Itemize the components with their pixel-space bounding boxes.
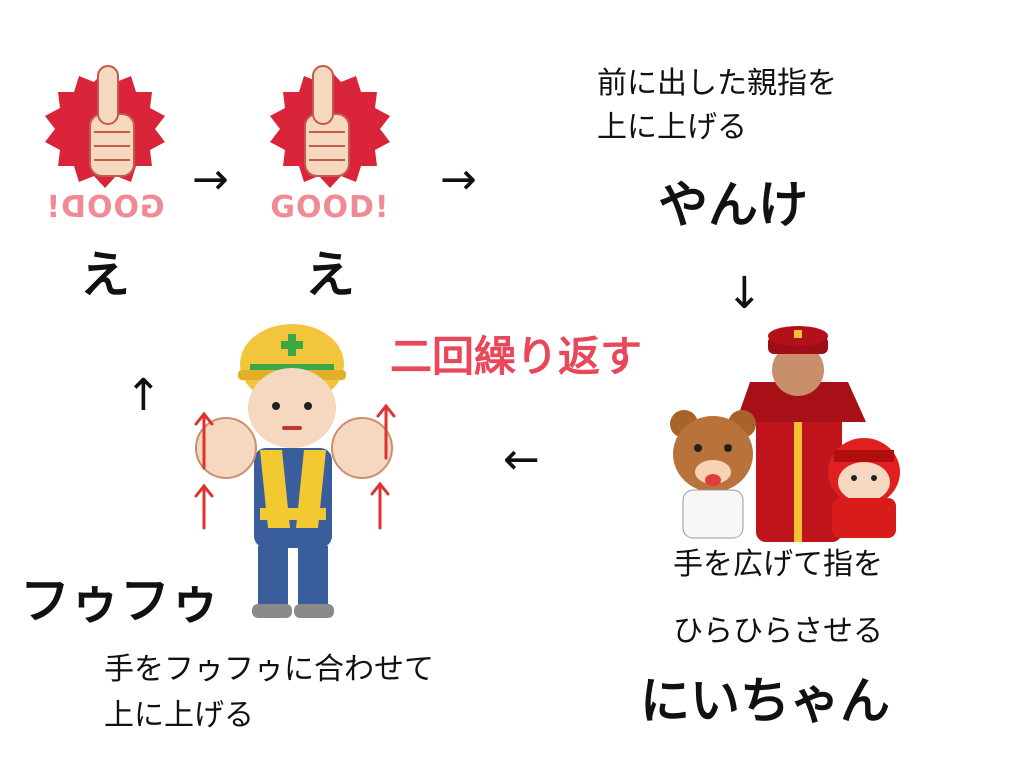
thumbs-up-icon (270, 65, 390, 188)
step1-label: え (80, 246, 130, 304)
good-badge: GOOD! (255, 48, 405, 228)
nichan-caption-line2: ひらひらさせる (673, 614, 883, 649)
thumbs-up-icon (45, 65, 165, 188)
arrow-left: ← (503, 434, 540, 485)
fufu-caption-line1: 手をフゥフゥに合わせて (104, 652, 434, 687)
step2-label: え (305, 246, 355, 304)
worker-illustration (190, 318, 410, 628)
fufu-label: フゥフゥ (20, 572, 220, 630)
arrow-right-1: → (192, 154, 229, 205)
nichan-caption-line1: 手を広げて指を (673, 547, 883, 582)
yanke-label: やんけ (658, 176, 808, 234)
yanke-caption-line1: 前に出した親指を (597, 66, 837, 101)
arrow-right-2: → (440, 154, 477, 205)
arrow-up: ↑ (125, 370, 162, 421)
good-badge-text-flipped: GOOD! (45, 190, 165, 225)
worker-hands-raised-icon (194, 324, 396, 618)
characters-illustration (648, 322, 908, 542)
villain-group-icon (670, 326, 900, 542)
yanke-caption-line2: 上に上げる (597, 110, 747, 145)
nichan-label: にいちゃん (640, 672, 890, 730)
fufu-caption-line2: 上に上げる (104, 698, 254, 733)
repeat-twice-text: 二回繰り返す (390, 332, 643, 381)
good-badge-text: GOOD! (270, 190, 390, 225)
good-badge-flipped: GOOD! (30, 48, 180, 228)
arrow-down: ↓ (726, 268, 763, 319)
